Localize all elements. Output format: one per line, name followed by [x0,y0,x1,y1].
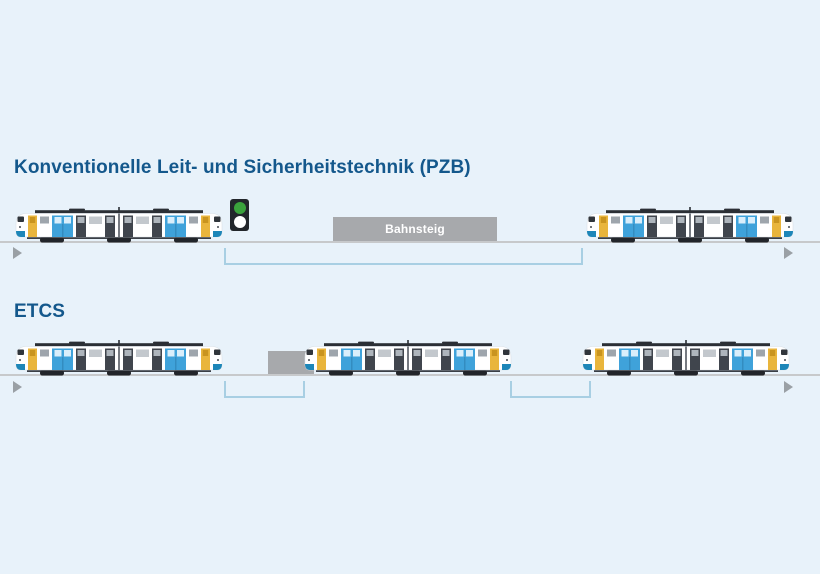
pzb-train-right [584,207,796,243]
etcs-platform-fragment [268,351,314,374]
track-continues-right-arrow-icon [784,381,793,393]
section-title-pzb: Konventionelle Leit- und Sicherheitstech… [14,157,471,178]
track-continues-left-arrow-icon [13,381,22,393]
signal-white-lamp [233,216,246,228]
track-line-pzb [0,241,820,243]
signal-green-lamp [233,202,246,214]
pzb-train-left [13,207,225,243]
platform-label: Bahnsteig [385,222,445,236]
train-icon [584,207,796,243]
section-title-etcs: ETCS [14,301,66,322]
etcs-block-section-bracket-1 [224,381,305,398]
main-signal-green-icon [230,199,249,231]
platform-bahnsteig: Bahnsteig [333,217,497,241]
train-icon [580,340,792,376]
track-continues-left-arrow-icon [13,247,22,259]
train-icon [302,340,514,376]
etcs-train-2 [302,340,514,376]
pzb-block-section-bracket [224,248,583,265]
train-icon [13,207,225,243]
etcs-train-3 [580,340,792,376]
etcs-block-section-bracket-2 [510,381,591,398]
train-icon [13,340,225,376]
etcs-train-1 [13,340,225,376]
track-continues-right-arrow-icon [784,247,793,259]
